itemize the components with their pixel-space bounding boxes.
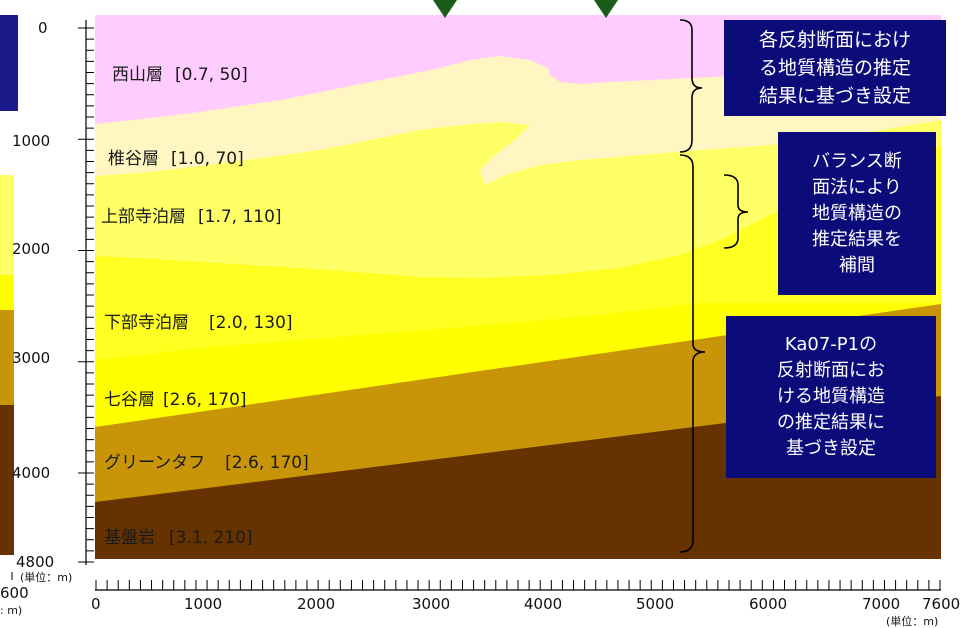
x-tick-7600: 7600 bbox=[922, 595, 960, 613]
y-tick-2000: 2000 bbox=[12, 240, 50, 258]
label-shiiya: 椎谷層[1.0, 70] bbox=[108, 149, 244, 169]
callout-top: 各反射断面におけ る地質構造の推定 結果に基づき設定 bbox=[724, 20, 946, 116]
left-fragment-unit2: : m) bbox=[0, 604, 22, 617]
left-fragment-layer-1 bbox=[0, 175, 14, 275]
label-nanatani: 七谷層[2.6, 170] bbox=[104, 390, 247, 410]
y-axis: 0 1000 2000 3000 4000 4800 bbox=[12, 19, 94, 571]
braces bbox=[679, 19, 749, 553]
x-axis-unit: (単位：m) bbox=[886, 614, 938, 628]
x-tick-4000: 4000 bbox=[524, 595, 562, 613]
label-greentuff: グリーンタフ[2.6, 170] bbox=[104, 453, 309, 473]
marker-1 bbox=[433, 0, 457, 18]
callout-bottom: Ka07-P1の 反射断面にお ける地質構造 の推定結果に 基づき設定 bbox=[726, 316, 936, 478]
x-tick-2000: 2000 bbox=[297, 595, 335, 613]
survey-markers bbox=[433, 0, 618, 18]
label-shimoteradomari: 下部寺泊層[2.0, 130] bbox=[104, 313, 293, 333]
label-nishiyama: 西山層[0.7, 50] bbox=[112, 65, 248, 85]
y-tick-0: 0 bbox=[38, 19, 48, 37]
x-axis: 0 1000 2000 3000 4000 5000 6000 7000 760… bbox=[91, 580, 960, 628]
y-tick-3000: 3000 bbox=[12, 349, 50, 367]
layer-nishiyama-highlight bbox=[440, 56, 548, 82]
left-fragment-layer-4 bbox=[0, 405, 14, 555]
y-tick-1000: 1000 bbox=[12, 132, 50, 150]
left-fragment-layer-3 bbox=[0, 310, 14, 405]
marker-2 bbox=[594, 0, 618, 18]
x-tick-7000: 7000 bbox=[862, 595, 900, 613]
x-tick-5000: 5000 bbox=[636, 595, 674, 613]
label-basement: 基盤岩[3.1, 210] bbox=[104, 528, 253, 548]
left-fragment-layer-2 bbox=[0, 275, 14, 310]
left-fragment: (単位：m) 600 : m) bbox=[0, 15, 72, 617]
left-fragment-unit: (単位：m) bbox=[20, 570, 72, 584]
y-tick-4000: 4000 bbox=[12, 464, 50, 482]
x-tick-1000: 1000 bbox=[184, 595, 222, 613]
label-kamiteradomari: 上部寺泊層[1.7, 110] bbox=[101, 207, 282, 227]
x-axis-minor-ticks bbox=[95, 580, 941, 590]
x-tick-3000: 3000 bbox=[412, 595, 450, 613]
x-tick-6000: 6000 bbox=[749, 595, 787, 613]
brace-mid bbox=[723, 174, 749, 249]
layer-labels: 西山層[0.7, 50] 椎谷層[1.0, 70] 上部寺泊層[1.7, 110… bbox=[101, 65, 309, 548]
left-fragment-tick: 600 bbox=[0, 584, 29, 602]
left-fragment-box bbox=[0, 15, 18, 111]
y-tick-4800: 4800 bbox=[16, 553, 54, 571]
x-tick-0: 0 bbox=[91, 595, 101, 613]
brace-top bbox=[679, 19, 703, 153]
brace-bot bbox=[679, 154, 706, 553]
callout-mid: バランス断 面法により 地質構造の 推定結果を 補間 bbox=[778, 132, 936, 295]
y-axis-minor-ticks bbox=[78, 27, 94, 563]
